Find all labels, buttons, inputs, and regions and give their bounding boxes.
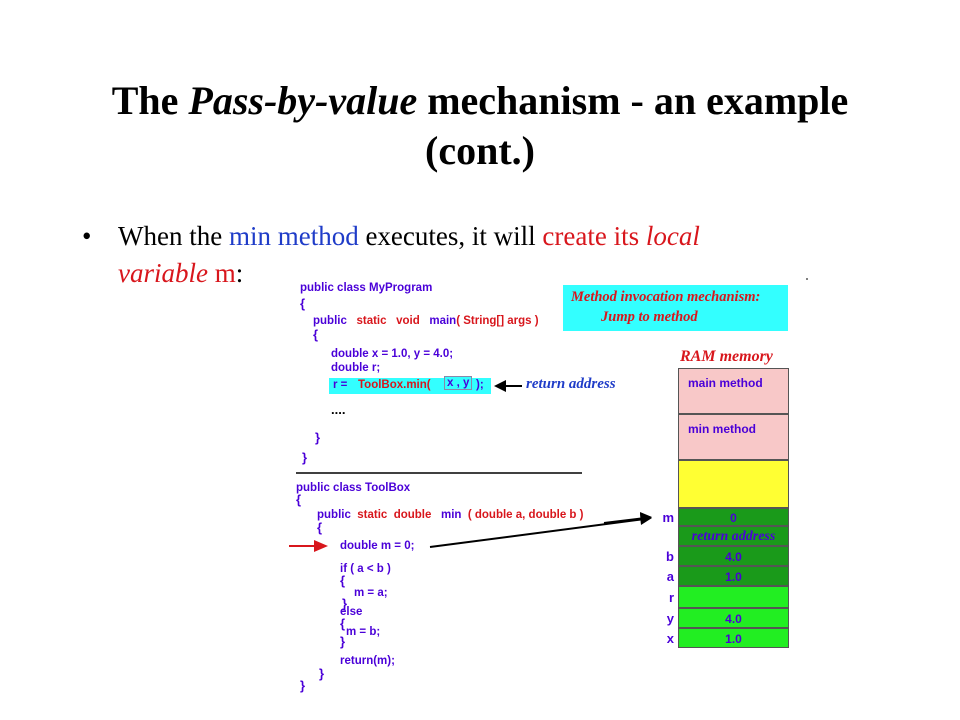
bullet-part: :: [235, 258, 244, 288]
params: ( String[] args ): [456, 315, 539, 327]
code-brace: {: [317, 520, 323, 535]
ram-label-r: r: [668, 590, 674, 605]
title-text: The: [111, 78, 189, 123]
ram-cell-b: 4.0: [678, 546, 789, 566]
call-args: x , y: [444, 376, 473, 390]
bullet-highlight: m: [207, 258, 236, 288]
kw-public: public: [313, 315, 347, 327]
code-ellipsis: ....: [331, 402, 346, 417]
ram-block-label: min method: [688, 422, 756, 436]
m-arrow-line: [429, 518, 646, 548]
ram-label-b: b: [666, 549, 674, 564]
bullet-part: When the: [118, 221, 229, 251]
ram-memory-title: RAM memory: [680, 348, 773, 365]
code-brace: }: [315, 430, 321, 445]
method-call: ToolBox.min(: [358, 379, 431, 391]
bullet-method-name: min method: [228, 221, 359, 251]
ram-label-y: y: [666, 611, 674, 626]
current-line-pointer-head: [314, 540, 328, 552]
code-line: m = b;: [346, 626, 381, 638]
code-line: else: [340, 606, 363, 618]
code-line: public static void main( String[] args ): [313, 315, 539, 327]
code-line: return(m);: [340, 655, 395, 667]
code-brace: }: [300, 678, 306, 693]
bullet-marker: •: [82, 221, 92, 251]
code-brace: }: [342, 596, 348, 611]
code-line: public class MyProgram: [300, 282, 433, 294]
ram-cell-y: 4.0: [678, 608, 789, 628]
ram-cell-a: 1.0: [678, 566, 789, 586]
code-line: public class ToolBox: [296, 482, 411, 494]
ram-cell-m: 0: [678, 508, 789, 526]
method-invocation-callout: Method invocation mechanism: Jump to met…: [563, 285, 788, 331]
params: ( double a, double b ): [467, 509, 584, 521]
bullet-part: executes, it will: [358, 221, 543, 251]
ram-main-method-block: main method: [678, 368, 789, 414]
title-text-rest: mechanism - an example: [417, 78, 849, 123]
code-brace: }: [340, 634, 346, 649]
method-name: min: [441, 509, 462, 521]
code-brace: }: [302, 450, 308, 465]
kw-double: double: [393, 509, 432, 521]
code-brace: {: [300, 296, 306, 311]
ram-min-method-block: min method: [678, 414, 789, 460]
bullet-text: When the min method executes, it will cr…: [118, 218, 838, 292]
ram-label-m: m: [662, 510, 674, 525]
title-italic-text: Pass-by-value: [188, 78, 418, 123]
code-brace: {: [340, 616, 346, 631]
ram-cell-r: [678, 586, 789, 608]
code-brace: {: [340, 573, 346, 588]
code-brace: {: [313, 327, 319, 342]
code-line: public static double min ( double a, dou…: [317, 509, 583, 521]
code-line: if ( a < b ): [340, 563, 391, 575]
ram-label-a: a: [666, 569, 674, 584]
kw-void: void: [396, 315, 420, 327]
code-end: );: [476, 379, 484, 391]
bullet-highlight: create its: [542, 221, 646, 251]
bullet-highlight-italic: local: [645, 221, 700, 251]
code-line: double m = 0;: [340, 540, 415, 552]
kw-public: public: [317, 509, 351, 521]
title-line-2: (cont.): [425, 128, 535, 173]
min-arrow-line: [603, 517, 646, 524]
code-brace: {: [296, 492, 302, 507]
m-arrow-head: [640, 513, 652, 525]
callout-line-2: Jump to method: [601, 309, 698, 325]
highlighted-call-line: r = ToolBox.min( x , y );: [329, 376, 491, 394]
code-line: double r;: [331, 362, 381, 374]
method-name: main: [429, 315, 457, 327]
code-line: m = a;: [354, 587, 388, 599]
bullet-highlight-italic: variable: [118, 258, 208, 288]
ram-free-block: [678, 460, 789, 508]
title-line-1: The Pass-by-value mechanism - an example: [0, 76, 960, 126]
ram-cell-x: 1.0: [678, 628, 789, 648]
kw-static: static: [357, 509, 388, 521]
code-line: double x = 1.0, y = 4.0;: [331, 348, 454, 360]
return-address-label: return address: [526, 376, 616, 392]
return-arrow-head: [494, 380, 506, 392]
slide-title: The Pass-by-value mechanism - an example…: [0, 76, 960, 176]
code-brace: }: [319, 666, 325, 681]
ram-block-label: main method: [688, 376, 763, 390]
callout-line-1: Method invocation mechanism:: [571, 289, 761, 305]
ram-label-x: x: [666, 631, 674, 646]
kw-static: static: [356, 315, 387, 327]
code-assign: r =: [333, 379, 348, 391]
ram-cell-return-address: return address: [678, 526, 789, 546]
